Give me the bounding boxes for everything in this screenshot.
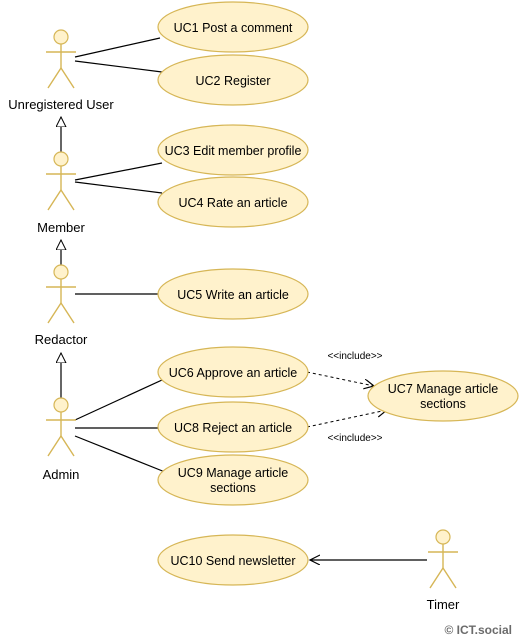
use-case-uc4[interactable]	[157, 176, 309, 228]
use-case-uc1-label: UC1 Post a comment	[174, 21, 293, 35]
use-case-uc9[interactable]	[157, 454, 309, 506]
use-case-uc8[interactable]	[157, 401, 309, 453]
use-case-uc10-label: UC10 Send newsletter	[170, 554, 295, 568]
copyright-text: © ICT.social	[444, 623, 512, 637]
assoc-unregistered-uc1	[74, 37, 161, 58]
use-case-uc9-label-line2: sections	[210, 481, 256, 495]
use-case-uc5-label: UC5 Write an article	[177, 288, 289, 302]
actor-redactor-label: Redactor	[35, 332, 88, 347]
use-case-uc7-label-line2: sections	[420, 397, 466, 411]
assoc-admin-uc9	[74, 435, 166, 473]
assoc-unregistered-uc2	[74, 60, 163, 73]
actor-unregistered-user-label: Unregistered User	[8, 97, 114, 112]
actor-admin[interactable]	[46, 397, 76, 457]
use-case-uc7[interactable]	[367, 370, 519, 422]
assoc-admin-uc6	[74, 379, 163, 421]
actor-redactor[interactable]	[46, 264, 76, 324]
use-case-uc10[interactable]	[157, 534, 309, 586]
assoc-member-uc3	[74, 162, 163, 181]
use-case-uc2-label: UC2 Register	[195, 74, 270, 88]
association-lines	[74, 37, 166, 473]
actor-member-label: Member	[37, 220, 85, 235]
use-case-uc5[interactable]	[157, 268, 309, 320]
use-case-uc9-label-line1: UC9 Manage article	[178, 466, 289, 480]
actor-unregistered-user[interactable]	[46, 29, 76, 89]
use-case-uc8-label: UC8 Reject an article	[174, 421, 292, 435]
use-case-uc3-label: UC3 Edit member profile	[165, 144, 302, 158]
include-label-top: <<include>>	[327, 351, 382, 362]
use-case-uc1[interactable]	[157, 1, 309, 53]
use-case-uc6[interactable]	[157, 346, 309, 398]
use-case-uc4-label: UC4 Rate an article	[178, 196, 287, 210]
use-case-uc3[interactable]	[157, 124, 309, 176]
actor-timer-label: Timer	[427, 597, 460, 612]
include-uc6-uc7	[306, 371, 374, 386]
include-lines	[306, 371, 387, 428]
use-case-uc6-label: UC6 Approve an article	[169, 366, 298, 380]
actor-timer[interactable]	[428, 529, 458, 589]
use-case-uc7-label-line1: UC7 Manage article	[388, 382, 499, 396]
actor-admin-label: Admin	[43, 467, 80, 482]
include-label-bottom: <<include>>	[327, 433, 382, 444]
actor-member[interactable]	[46, 151, 76, 211]
include-uc8-uc7	[306, 410, 387, 428]
use-case-uc2[interactable]	[157, 54, 309, 106]
assoc-member-uc4	[74, 181, 163, 194]
